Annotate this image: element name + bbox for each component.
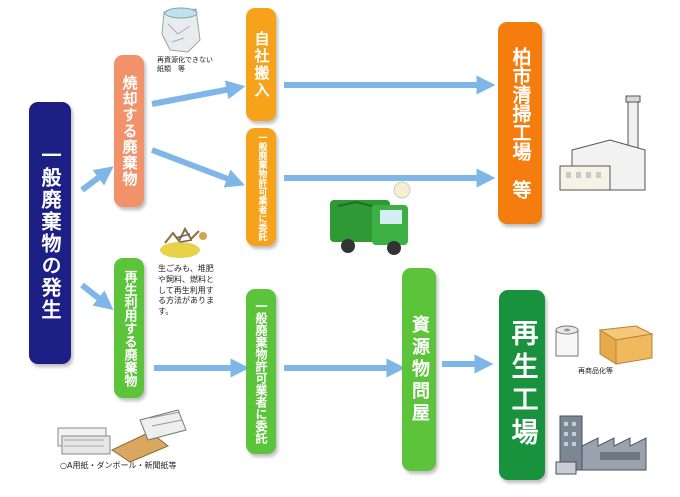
crumpled-paper-icon <box>161 7 201 53</box>
recycle-factory-box: 再生工場 <box>499 290 545 480</box>
arrow-burnable-to-licensed <box>150 147 245 188</box>
recycling-factory-icon <box>555 415 647 475</box>
recyclable-box: 再生利用する廃棄物 <box>114 258 144 398</box>
source-box: 一般廃棄物の発生 <box>29 102 71 364</box>
food-waste-icon <box>160 226 207 258</box>
self-carry-label: 自社搬入 <box>252 30 271 99</box>
paper-types-note: ○A用紙・ダンボール・新聞紙等 <box>60 461 177 470</box>
self-carry-box: 自社搬入 <box>246 8 276 121</box>
arrow-source-to-burnable <box>80 166 114 193</box>
licensed-lower-label: 一般廃棄物許可業者に委託 <box>254 299 268 444</box>
scrap-dealer-label: 資源物問屋 <box>409 314 430 425</box>
licensed-upper-box: 一般廃棄物許可業者に委託 <box>246 128 276 246</box>
food-waste-note: 生ごみも、堆肥 や飼料、燃料と して再生利用す る方法がありま す。 <box>158 264 214 317</box>
arrow-source-to-recyclable <box>80 282 114 310</box>
incinerator-plant-icon <box>559 95 646 191</box>
paper-stack-icon <box>57 427 111 455</box>
cardboard-box-icon <box>598 325 654 365</box>
licensed-lower-box: 一般廃棄物許可業者に委託 <box>246 289 276 454</box>
burnable-box: 焼却する廃棄物 <box>114 55 144 207</box>
recycle-factory-label: 再生工場 <box>506 319 538 451</box>
burnable-label: 焼却する廃棄物 <box>120 75 139 187</box>
unrecyclable-paper-note: 再資源化できない 紙類 等 <box>157 56 213 74</box>
toilet-paper-icon <box>555 325 579 357</box>
source-label: 一般廃棄物の発生 <box>38 145 62 321</box>
recycled-products-note: 再商品化等 <box>578 367 613 375</box>
recyclable-label: 再生利用する廃棄物 <box>121 269 137 387</box>
cardboard-bundle-icon <box>110 409 187 463</box>
arrow-burnable-to-self-carry <box>151 80 246 107</box>
cleaning-plant-box: 柏市清掃工場 等 <box>498 22 542 224</box>
garbage-truck-icon <box>330 181 411 255</box>
scrap-dealer-box: 資源物問屋 <box>402 268 436 471</box>
cleaning-plant-label: 柏市清掃工場 等 <box>509 47 532 199</box>
licensed-upper-label: 一般廃棄物許可業者に委託 <box>256 133 267 241</box>
